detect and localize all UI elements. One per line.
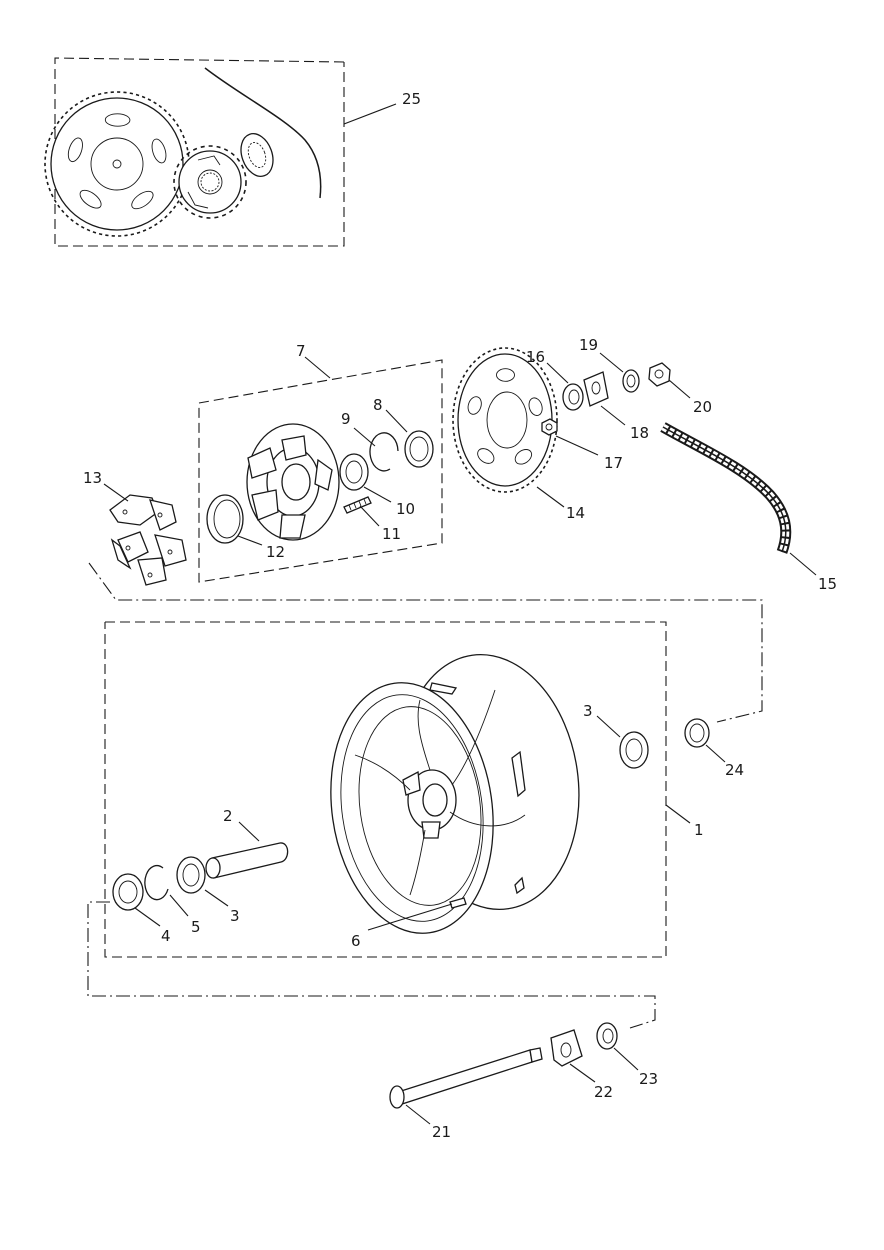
sprocket-cutout	[477, 448, 495, 464]
leader-lines	[103, 103, 817, 1125]
bearing-3-right	[619, 731, 649, 769]
sprocket-cutout	[496, 368, 515, 382]
seal-4	[112, 873, 144, 911]
stud-11	[343, 496, 372, 514]
callout-21: 21	[432, 1123, 451, 1141]
spacer-16	[562, 383, 584, 411]
callout-1: 1	[694, 821, 704, 839]
callout-9: 9	[341, 410, 351, 428]
nut-20	[648, 362, 671, 387]
callout-23: 23	[639, 1070, 658, 1088]
callout-labels: 25 7 8 9 10 11 12 13 14 15 16 17 18 19 2…	[83, 90, 837, 1141]
spacer-tube-2	[205, 842, 289, 879]
callout-24: 24	[725, 761, 744, 779]
seal-ring-12	[206, 494, 244, 544]
callout-12: 12	[266, 543, 285, 561]
callout-10: 10	[396, 500, 415, 518]
callout-4: 4	[161, 927, 171, 945]
spacer-24	[684, 718, 710, 748]
sprocket-cutout	[514, 449, 533, 465]
callout-5: 5	[191, 918, 201, 936]
sprocket-cutout	[104, 113, 131, 127]
chain-adjuster-22	[550, 1029, 583, 1067]
rear-sprocket-14	[452, 347, 558, 493]
sprocket-cutout	[67, 137, 83, 163]
callout-14: 14	[566, 504, 585, 522]
kit-front-sprocket	[173, 145, 247, 219]
seal-8	[404, 430, 434, 468]
wheel-spindle-21	[389, 1047, 543, 1109]
circlip-9	[369, 432, 399, 472]
callout-15: 15	[818, 575, 837, 593]
nut-17	[541, 418, 558, 436]
callout-17: 17	[604, 454, 623, 472]
bearing-3-left	[176, 856, 206, 894]
drive-chain-15	[660, 422, 792, 554]
rear-wheel	[330, 654, 580, 934]
callout-3-right: 3	[583, 702, 593, 720]
callout-19: 19	[579, 336, 598, 354]
cush-rubbers-13	[109, 494, 187, 586]
kit-lock-washer	[240, 133, 274, 177]
callout-2: 2	[223, 807, 233, 825]
callout-18: 18	[630, 424, 649, 442]
callout-20: 20	[693, 398, 712, 416]
sprocket-cutout	[467, 396, 482, 415]
callout-13: 13	[83, 469, 102, 487]
callout-3-left: 3	[230, 907, 240, 925]
assembly-lines	[87, 562, 763, 1029]
kit-chain	[202, 65, 325, 199]
kit-25-box	[54, 57, 345, 247]
wheel-group-1-box	[104, 621, 667, 958]
circlip-5	[144, 864, 169, 901]
callout-8: 8	[373, 396, 383, 414]
hub-group-7-box	[198, 359, 443, 583]
callout-25: 25	[402, 90, 421, 108]
callout-7: 7	[296, 342, 306, 360]
bearing-10	[339, 453, 369, 491]
sprocket-cutout	[131, 190, 154, 210]
washer-19	[622, 369, 640, 393]
spacer-23	[596, 1022, 618, 1050]
callout-11: 11	[382, 525, 401, 543]
sprocket-cutout	[151, 138, 167, 164]
callout-6: 6	[351, 932, 361, 950]
callout-16: 16	[526, 348, 545, 366]
sprocket-cutout	[79, 189, 102, 209]
kit-rear-sprocket	[44, 91, 190, 237]
cush-drive-hub	[246, 423, 340, 541]
callout-22: 22	[594, 1083, 613, 1101]
sprocket-cutout	[528, 397, 543, 416]
adjuster-18	[583, 371, 609, 407]
